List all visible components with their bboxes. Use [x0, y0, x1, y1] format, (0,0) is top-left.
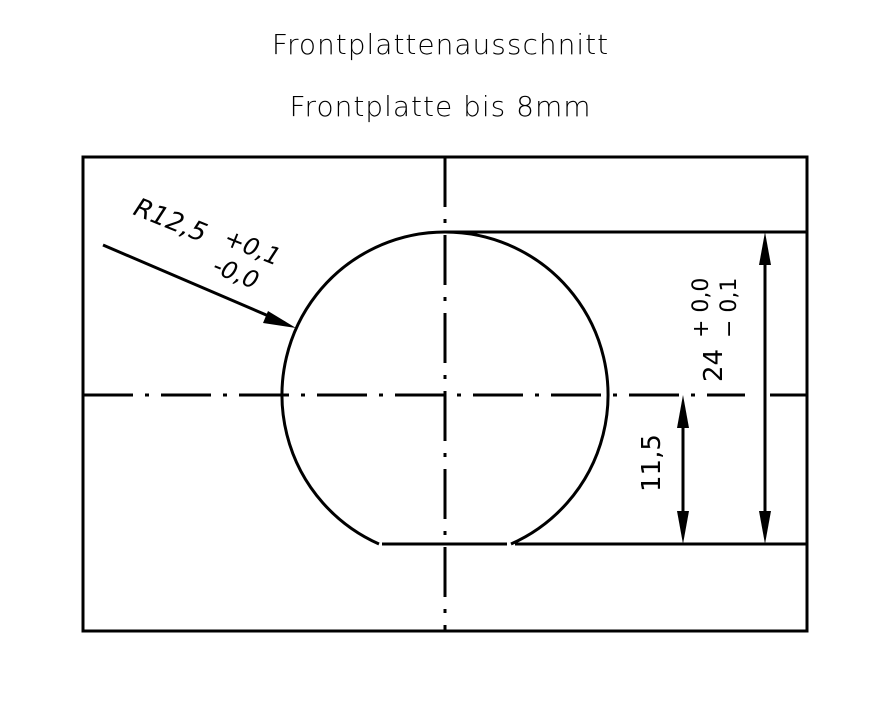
arrowhead-icon: [759, 511, 771, 544]
height-tolerance-lower: − 0,1: [717, 278, 742, 338]
center-offset-label: 11,5: [637, 434, 667, 492]
drawing-subtitle: Frontplatte bis 8mm: [289, 90, 592, 123]
radius-leader-line: [102, 243, 286, 325]
arrowhead-icon: [263, 311, 296, 328]
height-tolerance-upper: + 0,0: [689, 278, 714, 338]
arrowhead-icon: [677, 511, 689, 544]
arrowhead-icon: [677, 395, 689, 428]
drawing-title: Frontplattenausschnitt: [271, 28, 610, 61]
radius-label: R12,5: [129, 193, 211, 249]
arrowhead-icon: [759, 232, 771, 265]
height-label: 24: [699, 349, 729, 382]
